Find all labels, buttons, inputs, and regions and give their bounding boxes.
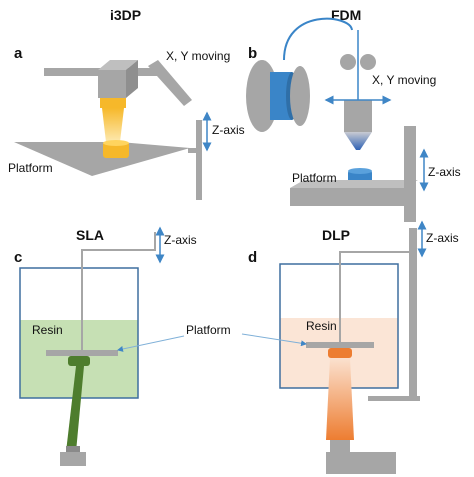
laser-source [60, 452, 86, 466]
platform-d [306, 342, 374, 348]
z-post-d [409, 228, 417, 398]
panel-c-title: SLA [76, 227, 104, 243]
printed-part-dlp [328, 348, 352, 358]
panel-b-platform-label: Platform [292, 171, 337, 185]
platform-callout: Platform [117, 323, 307, 352]
printed-part-top [103, 140, 129, 146]
projector [326, 452, 396, 474]
platform-a [14, 142, 190, 176]
shared-platform-label: Platform [186, 323, 231, 337]
printhead [98, 70, 126, 98]
platform-c [46, 350, 118, 356]
printed-part [103, 142, 129, 158]
print-bed [290, 188, 404, 206]
z-foot-d [368, 396, 420, 401]
printhead-side [126, 60, 138, 98]
panel-b: b FDM X, Y moving Z-axis Platform [246, 7, 461, 222]
printed-part-fdm-top [348, 168, 372, 174]
panel-c-letter: c [14, 249, 22, 266]
light-source [100, 98, 126, 108]
panel-b-letter: b [248, 45, 257, 62]
extruder-nozzle [344, 132, 372, 150]
callout-arrow-c [117, 335, 185, 352]
drive-roller-right [360, 54, 376, 70]
z-arm-a [188, 148, 202, 153]
projector-lens [330, 440, 350, 452]
panel-a-move-label: X, Y moving [166, 49, 230, 63]
projection-beam [326, 358, 354, 440]
z-arm-c [81, 232, 156, 350]
drive-roller-left [340, 54, 356, 70]
z-post-a [196, 120, 202, 200]
panel-a-title: i3DP [110, 7, 141, 23]
z-post-b [404, 126, 416, 222]
spool-filament [270, 72, 292, 120]
panel-d-axis-label: Z-axis [426, 231, 459, 245]
panel-a-letter: a [14, 45, 23, 62]
bed-top [290, 180, 418, 188]
panel-b-move-label: X, Y moving [372, 73, 436, 87]
extruder-body [344, 100, 372, 132]
printed-part-sla [68, 356, 90, 366]
diagonal-rail [148, 60, 192, 106]
panel-a-platform-label: Platform [8, 161, 53, 175]
panel-b-title: FDM [331, 7, 361, 23]
laser-beam [66, 366, 84, 452]
panel-a-axis-label: Z-axis [212, 123, 245, 137]
panel-c-axis-label: Z-axis [164, 233, 197, 247]
light-beam [102, 108, 124, 142]
panel-b-axis-label: Z-axis [428, 165, 461, 179]
panel-c-resin-label: Resin [32, 323, 63, 337]
spool-flange-right [290, 66, 310, 126]
callout-arrow-d [241, 333, 307, 347]
panel-d-letter: d [248, 249, 257, 266]
panel-d-resin-label: Resin [306, 319, 337, 333]
laser-head [66, 446, 80, 452]
panel-d: d DLP Z-axis Resin [248, 220, 459, 474]
panel-a: a i3DP Z-axis X, Y moving Platform [8, 7, 245, 200]
filament [283, 17, 353, 61]
panel-d-title: DLP [322, 227, 350, 243]
printhead-top [98, 60, 138, 70]
panel-c: c SLA Z-axis Resin [14, 226, 197, 466]
